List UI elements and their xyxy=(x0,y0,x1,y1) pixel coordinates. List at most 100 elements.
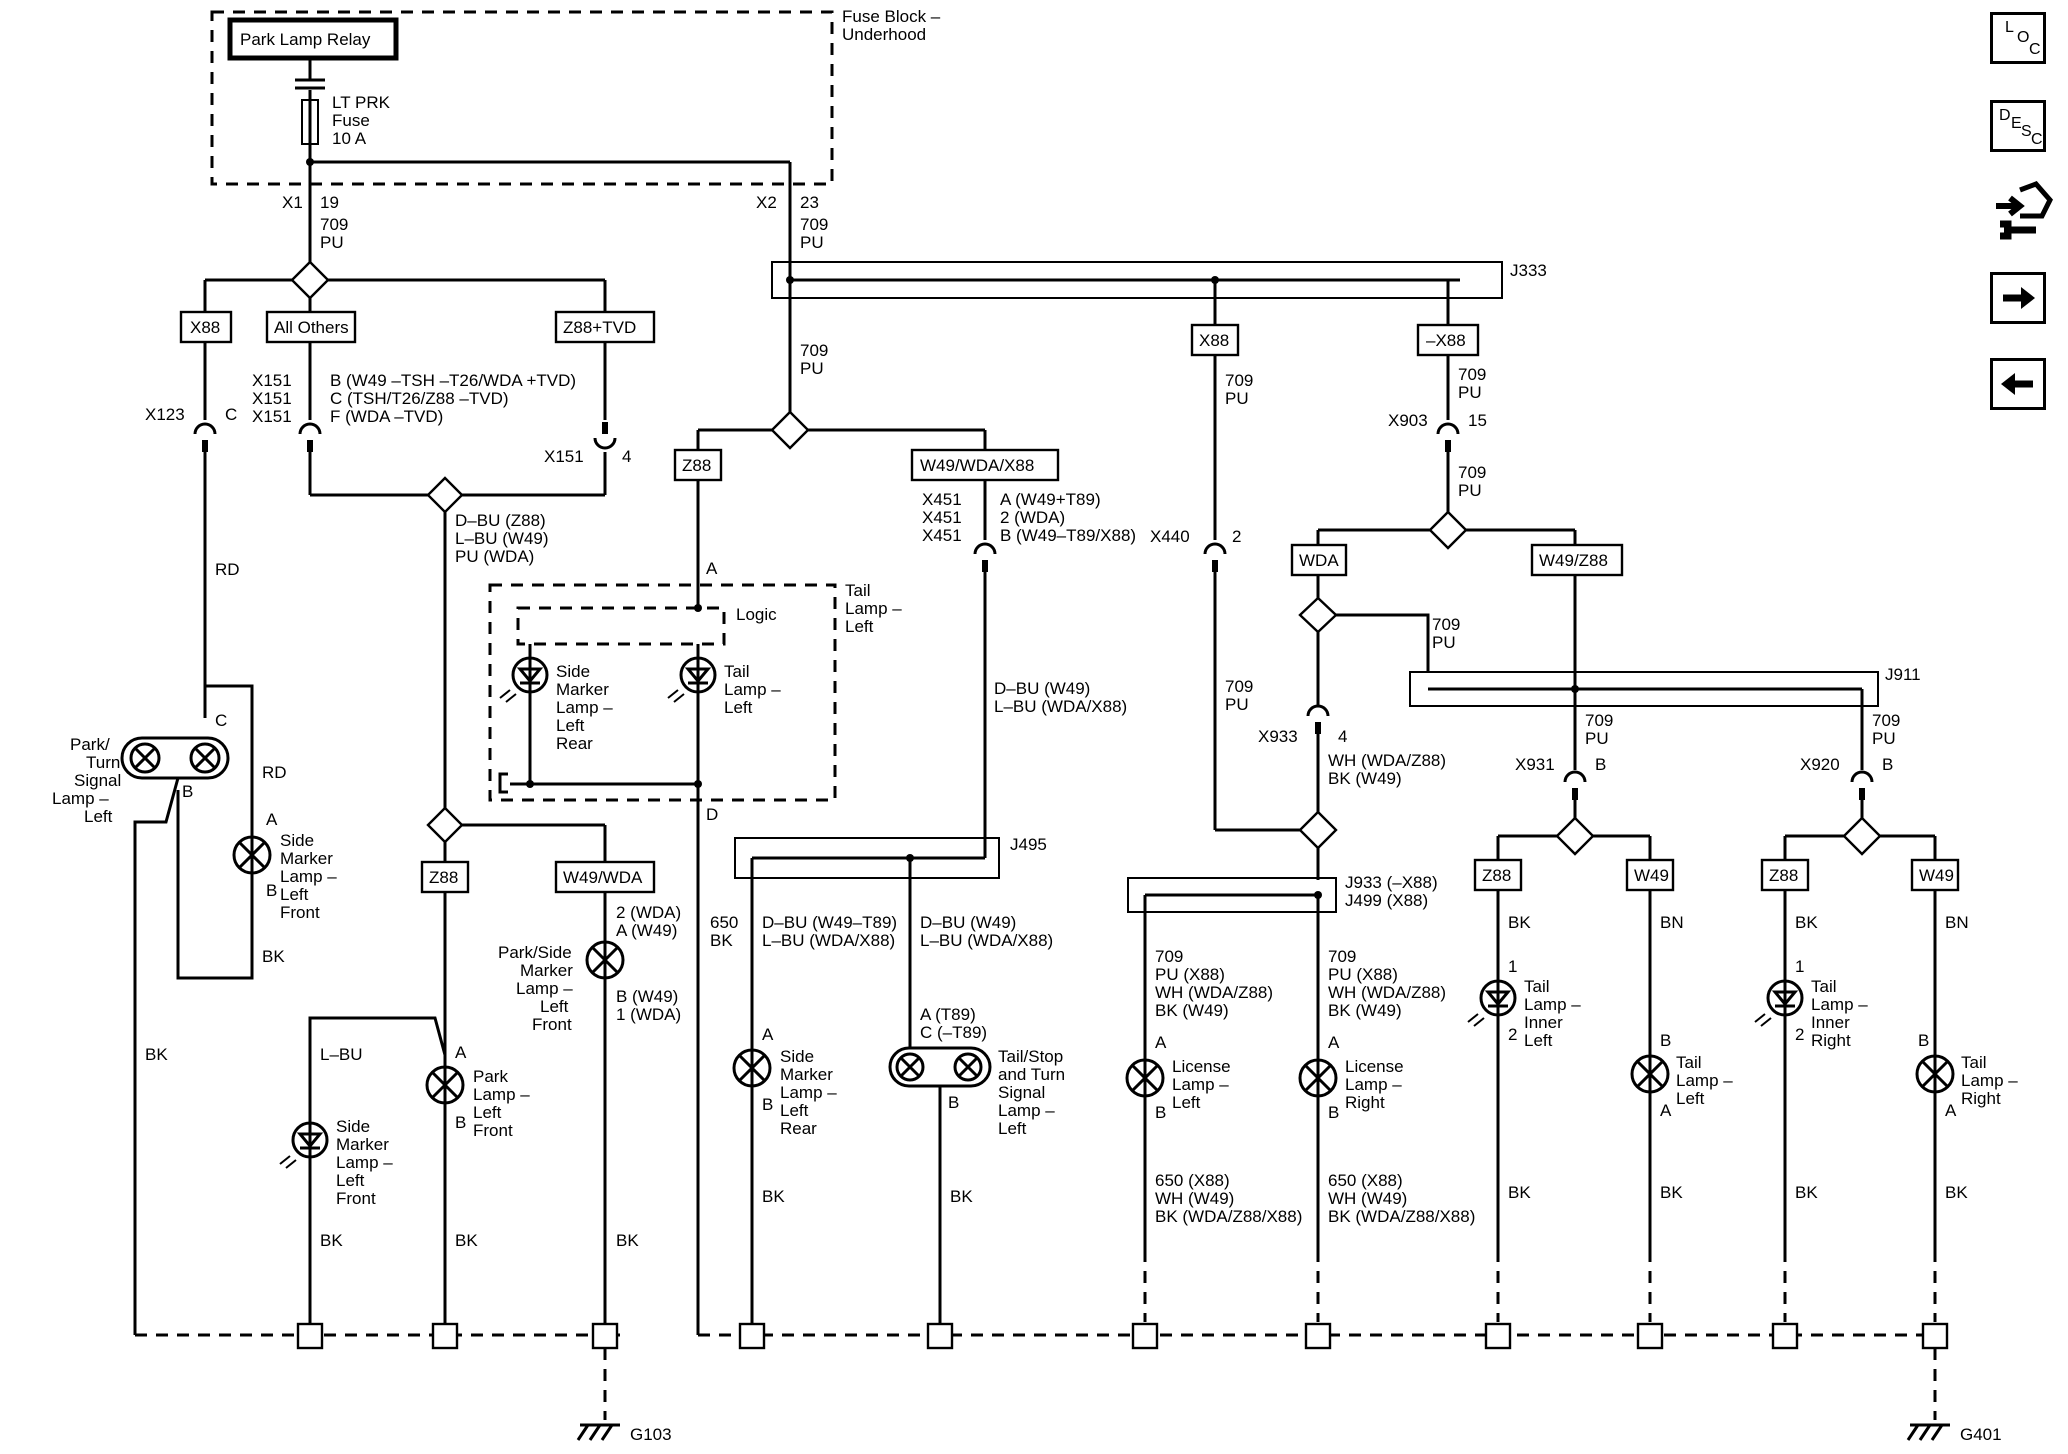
tss-5: Left xyxy=(998,1119,1027,1138)
wire-dbu-w49-t89: D–BU (W49–T89) xyxy=(762,913,897,932)
tr-2: Lamp – xyxy=(1961,1071,2018,1090)
x440-label: X440 xyxy=(1150,527,1190,546)
option-box xyxy=(1625,858,1675,892)
x151-4-label: X151 xyxy=(544,447,584,466)
x2-circuit: 709 xyxy=(800,215,828,234)
relay-label: Park Lamp Relay xyxy=(240,30,371,49)
splice-j911 xyxy=(1409,671,1879,707)
x451-pin-b: B (W49–T89/X88) xyxy=(1000,526,1136,545)
wire-lbu-wda-x88: L–BU (WDA/X88) xyxy=(762,931,895,950)
smr-5: Rear xyxy=(556,734,593,753)
smr-1: Side xyxy=(556,662,590,681)
pin-b: B xyxy=(182,782,193,801)
connector-x920 xyxy=(1850,770,1874,783)
wire-bn: BN xyxy=(1660,913,1684,932)
pin-2: 2 xyxy=(1508,1025,1517,1044)
tail-module-2: Lamp – xyxy=(845,599,902,618)
wire-709: 709 xyxy=(1225,677,1253,696)
tir-2: Lamp – xyxy=(1811,995,1868,1014)
side-marker-led-left-rear xyxy=(499,656,549,703)
next-button[interactable] xyxy=(1990,272,2046,324)
psm-1: Park/Side xyxy=(498,943,572,962)
tail-module-3: Left xyxy=(845,617,874,636)
g401-label: G401 xyxy=(1960,1425,2002,1444)
x1-circuit: 709 xyxy=(320,215,348,234)
desc-d: D xyxy=(1999,107,2011,124)
tr-1: Tail xyxy=(1961,1053,1987,1072)
logic-block xyxy=(516,606,726,646)
tss-2: and Turn xyxy=(998,1065,1065,1084)
lic-l-2: Lamp – xyxy=(1172,1075,1229,1094)
park-turn-1: Park/ xyxy=(70,735,110,754)
park-turn-4: Lamp – xyxy=(52,789,109,808)
wire-709: 709 xyxy=(1585,711,1613,730)
smr-3: Lamp – xyxy=(556,698,613,717)
x920-label: X920 xyxy=(1800,755,1840,774)
x931-label: X931 xyxy=(1515,755,1555,774)
option-box xyxy=(673,448,723,482)
desc-button[interactable]: D E S C xyxy=(1990,100,2046,152)
option-z88: Z88 xyxy=(1482,866,1511,885)
wire-pu: PU xyxy=(1225,695,1249,714)
j933-label: J933 (–X88) xyxy=(1345,873,1438,892)
lic-l-w1: 709 xyxy=(1155,947,1183,966)
wire-bk: BK xyxy=(616,1231,639,1250)
ground-symbol-g401 xyxy=(1906,1423,1950,1441)
side-marker-lamp-left-rear xyxy=(732,1048,772,1088)
wire-dbu-z88: D–BU (Z88) xyxy=(455,511,546,530)
wire-wh-wda-z88: WH (WDA/Z88) xyxy=(1328,751,1446,770)
loc-l: L xyxy=(2005,19,2014,36)
wire-650: 650 xyxy=(710,913,738,932)
j333-label: J333 xyxy=(1510,261,1547,280)
x920-pin: B xyxy=(1882,755,1893,774)
lic-r-g3: BK (WDA/Z88/X88) xyxy=(1328,1207,1475,1226)
x151-c: X151 xyxy=(252,407,292,426)
x903-pin: 15 xyxy=(1468,411,1487,430)
wire-709: 709 xyxy=(1872,711,1900,730)
lic-r-w4: BK (W49) xyxy=(1328,1001,1402,1020)
lic-l-3: Left xyxy=(1172,1093,1201,1112)
park-turn-5: Left xyxy=(84,807,113,826)
back-button[interactable] xyxy=(1990,358,2046,410)
x151-pin-c: C (TSH/T26/Z88 –TVD) xyxy=(330,389,509,408)
lic-l-w2: PU (X88) xyxy=(1155,965,1225,984)
x451-pin-2: 2 (WDA) xyxy=(1000,508,1065,527)
tail-module-1: Tail xyxy=(845,581,871,600)
pin-b: B xyxy=(948,1093,959,1112)
split-diamond xyxy=(426,806,464,844)
pin-c: C xyxy=(215,711,227,730)
x1-label: X1 xyxy=(282,193,303,212)
j911-label: J911 xyxy=(1885,665,1921,684)
x451-c: X451 xyxy=(922,526,962,545)
wire-bk: BK xyxy=(762,1187,785,1206)
pin-a: A xyxy=(1328,1033,1340,1052)
tail-lamp-right xyxy=(1915,1054,1955,1094)
wire-pu: PU xyxy=(1458,383,1482,402)
tail-lamp-left xyxy=(1630,1054,1670,1094)
wire-bk: BK xyxy=(455,1231,478,1250)
tr-3: Right xyxy=(1961,1089,2001,1108)
pin-d: D xyxy=(706,805,718,824)
pin-a: A xyxy=(706,559,718,578)
lic-l-g2: WH (W49) xyxy=(1155,1189,1234,1208)
smf-1: Side xyxy=(280,831,314,850)
connector-wrench-button[interactable] xyxy=(1990,176,2056,252)
sml-2: Marker xyxy=(336,1135,389,1154)
loc-button[interactable]: L O C xyxy=(1990,12,2046,64)
psm-2: Marker xyxy=(520,961,573,980)
wire-709: 709 xyxy=(1458,463,1486,482)
wire-rd-label-2: RD xyxy=(262,763,287,782)
option-w49: W49 xyxy=(1919,866,1954,885)
lic-r-g2: WH (W49) xyxy=(1328,1189,1407,1208)
splice-j933 xyxy=(1127,877,1337,913)
arrow-left-icon xyxy=(2001,373,2033,395)
park-turn-2: Turn xyxy=(86,753,120,772)
splice-j333 xyxy=(771,261,1503,299)
smr-2: Marker xyxy=(556,680,609,699)
split-diamond xyxy=(1555,816,1595,856)
til-1: Tail xyxy=(1524,977,1550,996)
fuse-label-3: 10 A xyxy=(332,129,367,148)
option-box xyxy=(1760,858,1810,892)
j495-label: J495 xyxy=(1010,835,1047,854)
ps-top-2: A (W49) xyxy=(616,921,677,940)
